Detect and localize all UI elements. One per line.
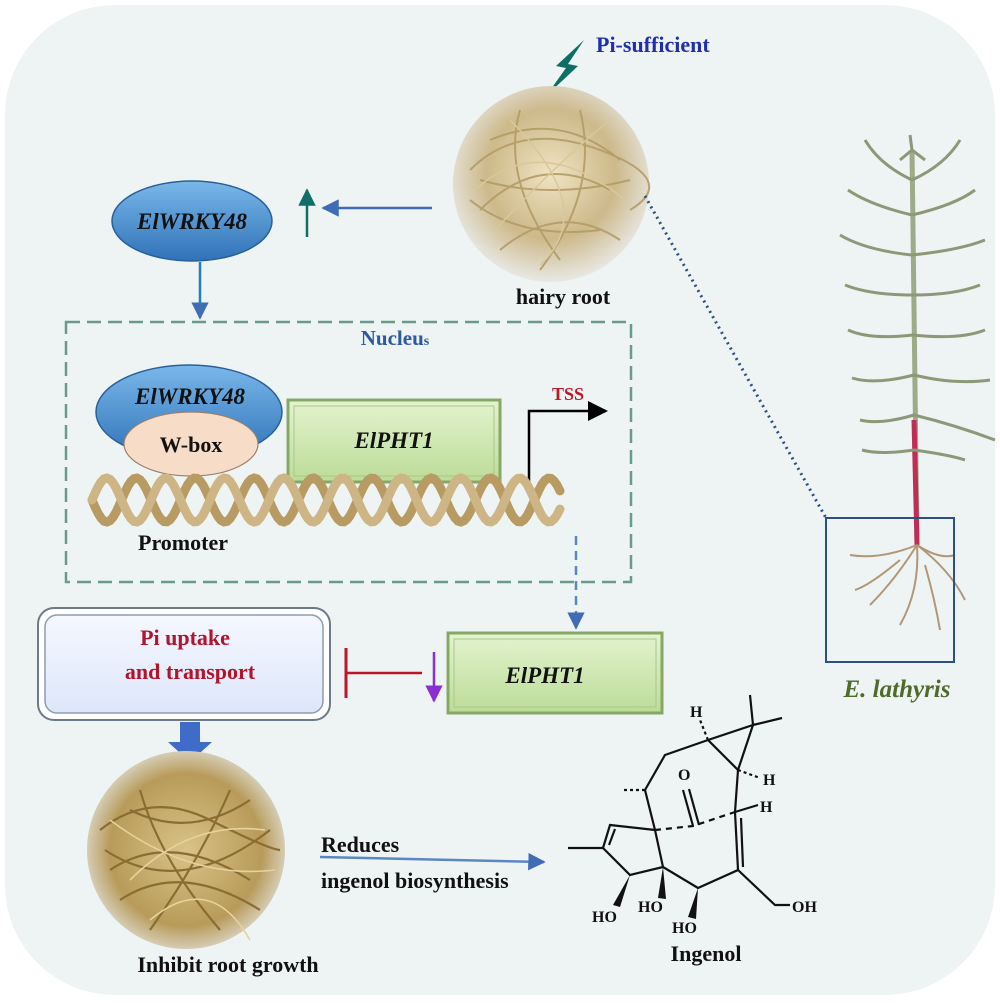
reduces-label-line1: Reduces [321,832,400,857]
pi-uptake-label-line1: Pi uptake [140,625,230,650]
wrky48-top-node: ElWRKY48 [111,180,273,262]
atom-h-3: H [760,799,773,816]
dna-helix [87,473,565,527]
pi-sufficient-label: Pi-sufficient [596,32,710,57]
ingenol-label: Ingenol [671,941,742,966]
inhibit-root-growth-label: Inhibit root growth [137,952,318,977]
ingenol-structure [568,694,790,907]
species-label: E. lathyris [843,676,951,703]
oh-wedge-1 [613,875,630,907]
atom-ho-1: HO [592,909,617,926]
atom-o: O [678,767,690,784]
plant-illustration [839,134,996,631]
arrow-reduces [319,852,546,871]
hairy-root-label: hairy root [516,284,611,309]
nucleus-label: Nucleus [361,326,430,350]
wbox-label: W-box [160,432,223,457]
wbox-node: W-box [123,411,259,477]
ingenol-atom-labels: H H H O HO HO HO OH [592,704,817,937]
pht1-inner-box: ElPHT1 [286,398,502,484]
nucleus-box [64,320,633,584]
reduces-label-line2: ingenol biosynthesis [321,868,509,893]
pi-uptake-label-line2: and transport [125,659,256,684]
tss-arrow [527,401,608,490]
tss-label: TSS [552,384,584,404]
atom-ho-2: HO [638,899,663,916]
atom-oh: OH [792,899,817,916]
atom-h-2: H [763,772,776,789]
atom-h-1: H [690,704,703,721]
zoom-connector [643,195,828,519]
wrky48-top-label: ElWRKY48 [136,209,247,234]
inhibition-arrow [344,648,422,698]
inhibited-root-image [87,751,285,949]
root-zoom-box [825,517,955,663]
wrky48-inner-label: ElWRKY48 [134,384,245,409]
oh-wedge-2 [658,867,666,899]
oh-wedge-3 [688,888,698,919]
pht1-inner-label: ElPHT1 [353,428,433,453]
lightning-icon [546,40,584,96]
background-panel [5,5,995,995]
pi-uptake-box: Pi uptake and transport [37,607,331,721]
hairy-root-image [453,86,651,282]
atom-ho-3: HO [672,920,697,937]
pht1-lower-label: ElPHT1 [504,663,584,688]
pht1-lower-box: ElPHT1 [446,631,664,715]
promoter-label: Promoter [138,530,228,555]
